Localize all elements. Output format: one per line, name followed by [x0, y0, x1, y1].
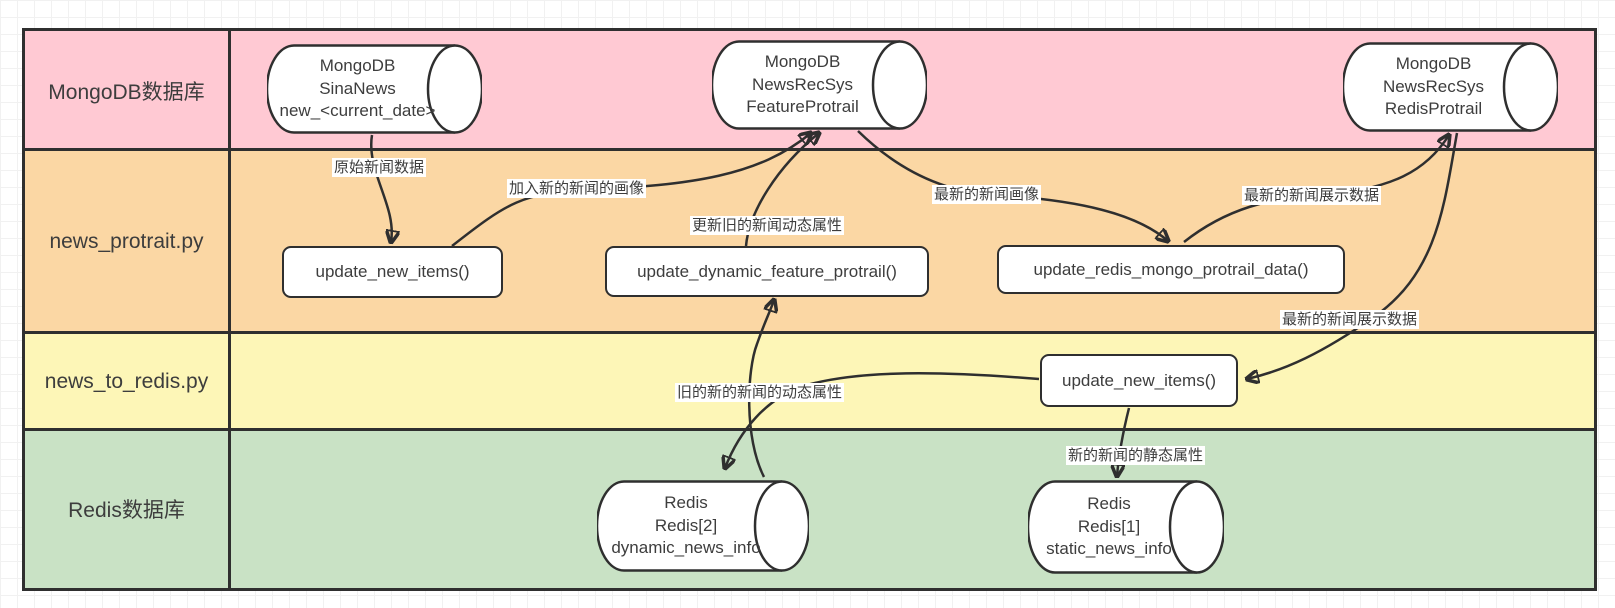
edge-label-new-static-attrs: 新的新闻的静态属性	[1066, 446, 1206, 466]
db-cylinder-sinanews: MongoDB SinaNews new_<current_date>	[267, 44, 482, 134]
edge-label-latest-display-top: 最新的新闻展示数据	[1242, 186, 1382, 206]
function-box-update-new-items-redis: update_new_items()	[1040, 354, 1238, 407]
lane-label-mongodb: MongoDB数据库	[48, 81, 205, 104]
lane-news-protrait	[25, 151, 1594, 334]
edge-label-latest-portrait: 最新的新闻画像	[932, 185, 1042, 205]
db-cylinder-static-news-info: Redis Redis[1] static_news_info	[1028, 480, 1224, 574]
db-cylinder-sinanews-label: MongoDB SinaNews new_<current_date>	[279, 56, 436, 121]
function-box-update-redis-mongo-protrail-data: update_redis_mongo_protrail_data()	[997, 245, 1345, 294]
edge-label-latest-display-right: 最新的新闻展示数据	[1280, 310, 1420, 330]
edge-label-old-dynamic-attrs: 旧的新的新闻的动态属性	[675, 383, 845, 403]
db-cylinder-redisprotrail: MongoDB NewsRecSys RedisProtrail	[1343, 42, 1558, 132]
db-cylinder-featureprotrail-label: MongoDB NewsRecSys FeatureProtrail	[746, 52, 859, 117]
lane-label-news-protrait: news_protrait.py	[49, 230, 204, 253]
db-cylinder-dynamic-news-info-label: Redis Redis[2] dynamic_news_info	[611, 493, 761, 558]
lane-label-news-to-redis: news_to_redis.py	[44, 370, 209, 393]
lane-label-divider	[228, 28, 231, 591]
db-cylinder-redisprotrail-label: MongoDB NewsRecSys RedisProtrail	[1382, 54, 1485, 119]
function-box-update-dynamic-feature-protrail: update_dynamic_feature_protrail()	[605, 246, 929, 297]
db-cylinder-static-news-info-label: Redis Redis[1] static_news_info	[1046, 494, 1172, 559]
db-cylinder-dynamic-news-info: Redis Redis[2] dynamic_news_info	[597, 480, 809, 572]
edge-label-add-new-portrait: 加入新的新闻的画像	[507, 179, 647, 199]
function-box-update-new-items-protrait: update_new_items()	[282, 246, 503, 298]
edge-label-update-old-dynamic: 更新旧的新闻动态属性	[690, 216, 845, 236]
lane-label-redis: Redis数据库	[68, 499, 185, 522]
edge-label-raw-news: 原始新闻数据	[332, 158, 427, 178]
db-cylinder-featureprotrail: MongoDB NewsRecSys FeatureProtrail	[712, 40, 927, 130]
lane-redis-db	[25, 431, 1594, 588]
